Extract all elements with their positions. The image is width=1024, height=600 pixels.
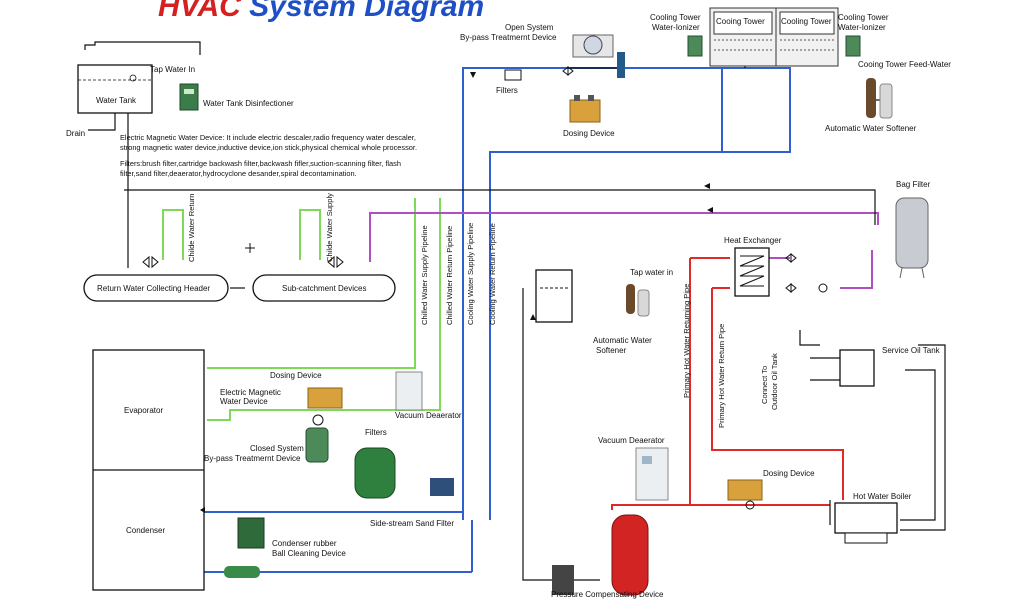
cooling-tower-1-label: Cooing Tower [716, 17, 765, 26]
note-electric-magnetic-1: Electric Magnetic Water Device: It inclu… [120, 133, 416, 142]
disinfectioner-label: Water Tank Disinfectioner [203, 99, 294, 108]
closed-system-label-2: By-pass Treatmernt Device [204, 454, 301, 463]
cooling-supply-pipeline-label: Cooling Water Supply Pipeline [466, 222, 475, 325]
tap-water-in-top-label: Tap Water In [150, 65, 196, 74]
disinfectioner-unit [179, 83, 199, 111]
electric-magnetic-label-1: Electric Magnetic [220, 388, 281, 397]
tap-water-tank [535, 269, 573, 323]
return-header-vessel [83, 274, 229, 302]
cooling-return-pipeline-label: Cooling Water Return Pipeline [488, 223, 497, 325]
ionizer-left-label-2: Water-Ionizer [652, 23, 700, 32]
dosing-device-right-unit [727, 479, 763, 501]
primary-hot-return-label: Primary Hot Water Return Pipe [717, 323, 726, 428]
sand-filter-unit [354, 447, 454, 499]
hot-water-boiler-label: Hot Water Boiler [853, 492, 912, 501]
dosing-device-mid-unit [307, 387, 343, 409]
chilled-water-pipes [162, 198, 441, 421]
softener-mid-label-1: Automatic Water [593, 336, 652, 345]
pressure-compensating-label: Pressure Compensating Device [551, 590, 664, 599]
sub-catchment-vessel [252, 274, 396, 302]
ionizer-right-label-1: Cooling Tower [838, 13, 889, 22]
return-header-label: Return Water Collecting Header [97, 284, 211, 293]
pressure-compensating-unit [552, 514, 649, 596]
hot-water-boiler-unit [834, 502, 898, 544]
open-bypass-device [572, 34, 625, 78]
heat-exchanger-unit [734, 247, 770, 297]
dosing-device-mid-label: Dosing Device [270, 371, 322, 380]
hot-water-pipes [611, 257, 844, 510]
bag-filter-label: Bag Filter [896, 180, 931, 189]
filter-top-unit [504, 69, 522, 81]
cooling-towers [709, 7, 839, 67]
closed-system-label-1: Closed System [250, 444, 304, 453]
heat-exchanger-label: Heat Exchanger [724, 236, 782, 245]
vacuum-deaerator-right-label: Vacuum Deaerator [598, 436, 665, 445]
vacuum-deaerator-mid-label: Vacuum Deaerator [395, 411, 462, 420]
softener-top-unit [866, 78, 893, 119]
ball-cleaning-unit [224, 517, 265, 578]
dosing-device-top-unit [569, 95, 601, 123]
sub-catchment-label: Sub-catchment Devices [282, 284, 367, 293]
vacuum-deaerator-mid-unit [395, 371, 423, 411]
filters-mid-label: Filters [365, 428, 387, 437]
note-filters-2: filter,sand filter,deaerator,hydrocyclon… [120, 169, 357, 178]
water-tank-label: Water Tank [96, 96, 137, 105]
ionizer-right-label-2: Water-Ionizer [838, 23, 886, 32]
chilled-supply-pipeline-label: Chilled Water Supply Pipeline [420, 225, 429, 325]
softener-top-label: Automatic Water Softener [825, 124, 917, 133]
note-filters-1: Filters:brush filter,cartridge backwash … [120, 159, 401, 168]
condenser-rubber-label-2: Ball Cleaning Device [272, 549, 346, 558]
tap-water-in-mid-label: Tap water in [630, 268, 674, 277]
black-pipes [84, 41, 946, 581]
flow-arrows [200, 72, 713, 513]
chilled-return-pipeline-label: Chilled Water Return Pipeline [445, 225, 454, 325]
condenser-rubber-label-1: Condenser rubber [272, 539, 337, 548]
title-part2: System Diagram [249, 0, 485, 23]
title-part1: HVAC [158, 0, 241, 23]
valve-marks [142, 65, 828, 510]
cooling-tower-2-label: Cooling Tower [781, 17, 832, 26]
connect-outdoor-label-1: Connect To [760, 365, 769, 404]
sand-filter-label: Side-stream Sand Filter [370, 519, 455, 528]
bag-filter-unit [895, 197, 929, 279]
vacuum-deaerator-right-unit [635, 447, 669, 501]
chiller-box [92, 349, 205, 591]
condenser-label: Condenser [126, 526, 166, 535]
dosing-device-right-label: Dosing Device [763, 469, 815, 478]
water-tank [77, 64, 153, 114]
softener-mid-unit [626, 284, 650, 317]
softener-mid-label-2: Softener [596, 346, 627, 355]
closed-bypass-unit [305, 427, 329, 463]
filters-top-label: Filters [496, 86, 518, 95]
ionizer-left-label-1: Cooling Tower [650, 13, 701, 22]
service-oil-tank-label: Service Oil Tank [882, 346, 940, 355]
childe-supply-label: Childe Water Supply [325, 193, 334, 262]
primary-hot-returning-label: Primary Hot Water Returning Pipe [682, 283, 691, 398]
service-oil-tank [839, 349, 875, 387]
evaporator-label: Evaporator [124, 406, 164, 415]
dosing-device-top-label: Dosing Device [563, 129, 615, 138]
note-electric-magnetic-2: strong magnetic water device,inductive d… [120, 143, 417, 152]
childe-return-label: Childe Water Return [187, 193, 196, 262]
ionizer-units [687, 35, 861, 57]
open-system-label: Open System [505, 23, 554, 32]
bypass-treatment-top-label: By-pass Treatmernt Device [460, 33, 557, 42]
electric-magnetic-label-2: Water Device [220, 397, 268, 406]
drain-label: Drain [66, 129, 86, 138]
diagram-title: HVAC System Diagram [158, 0, 484, 24]
feed-water-label: Cooing Tower Feed-Water [858, 60, 951, 69]
connect-outdoor-label-2: Outdoor Oil Tank [770, 353, 779, 410]
